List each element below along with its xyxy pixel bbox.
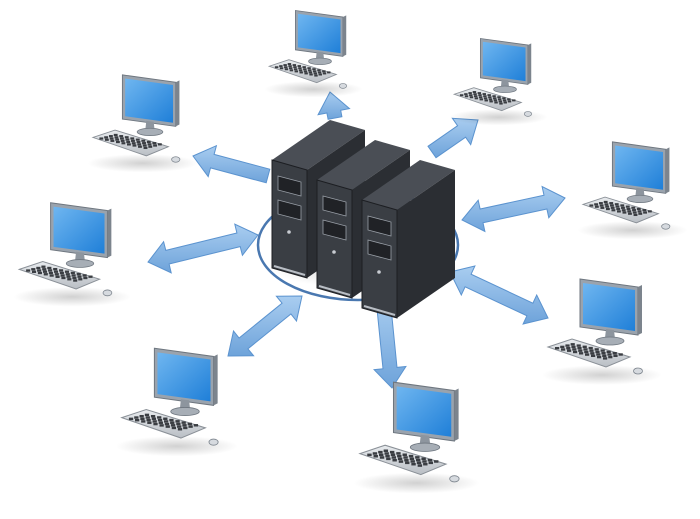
keyboard-icon <box>17 261 102 290</box>
monitor-icon <box>294 10 347 65</box>
keyboard-icon <box>581 196 660 224</box>
mouse-icon <box>523 111 532 117</box>
monitor-icon <box>611 141 670 203</box>
monitor-icon <box>479 38 532 93</box>
computer-left <box>13 202 131 307</box>
mouse-icon <box>661 223 671 230</box>
monitor-icon <box>121 74 180 136</box>
computer-bottom-center <box>353 381 480 494</box>
mouse-icon <box>633 367 643 375</box>
mouse-icon <box>338 83 347 89</box>
mouse-icon <box>171 156 181 163</box>
arrow-top-right <box>427 117 479 159</box>
computer-right <box>577 141 688 240</box>
computer-top-center <box>264 10 363 98</box>
monitor-icon <box>50 202 112 268</box>
monitor-icon <box>392 381 459 452</box>
keyboard-icon <box>546 338 632 368</box>
arrow-top-center <box>317 91 351 120</box>
server-rack <box>270 120 460 319</box>
arrow-lower-left <box>227 295 303 357</box>
keyboard-icon <box>358 444 448 476</box>
arrow-left <box>147 223 259 274</box>
monitor-icon <box>153 347 218 417</box>
mouse-icon <box>449 475 460 483</box>
arrow-right <box>461 185 566 233</box>
server-unit-3 <box>361 160 455 319</box>
mouse-icon <box>102 289 113 297</box>
computer-top-right <box>449 38 548 126</box>
keyboard-icon <box>267 59 338 84</box>
keyboard-icon <box>91 129 170 157</box>
arrow-upper-left <box>192 144 271 184</box>
computer-lower-left <box>115 347 239 457</box>
computer-lower-right <box>542 278 662 385</box>
client-computers <box>13 10 688 494</box>
mouse-icon <box>208 438 219 446</box>
keyboard-icon <box>452 87 523 112</box>
arrow-lower-right <box>449 265 549 325</box>
keyboard-icon <box>120 408 207 439</box>
monitor-icon <box>579 278 642 346</box>
computer-upper-left <box>87 74 198 173</box>
